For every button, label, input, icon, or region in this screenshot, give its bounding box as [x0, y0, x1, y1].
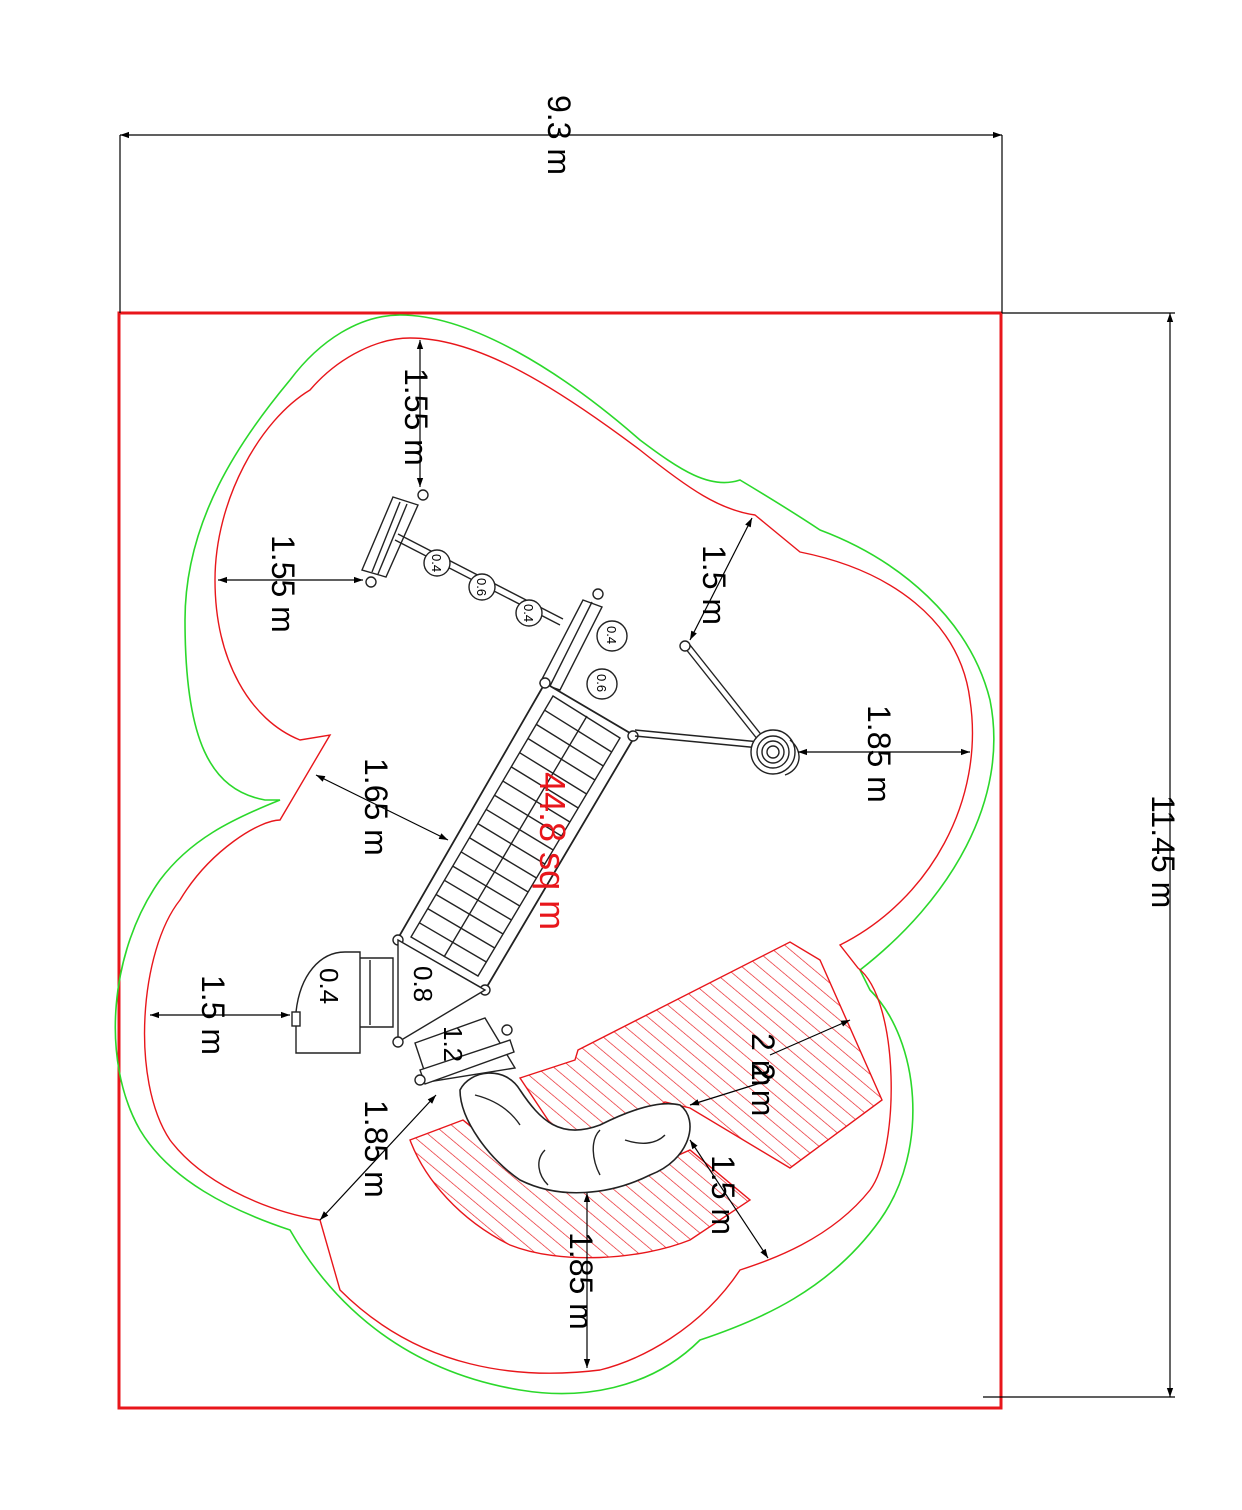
- stepping-posts: [423, 549, 628, 700]
- ladder-tread: [469, 837, 537, 879]
- deck-height-08: 0.8: [408, 966, 438, 1002]
- site-boundary: [117, 311, 1003, 1410]
- dimension-lines: [119, 131, 1175, 1398]
- dim-lower-left: 1.85 m: [358, 1100, 394, 1198]
- deck-height-12: 1.2: [438, 1026, 468, 1062]
- ladder-tread: [510, 766, 579, 809]
- ladder-tread: [427, 908, 496, 949]
- ladder-tread: [527, 737, 596, 781]
- dim-top-left-2: 1.55 m: [265, 535, 301, 633]
- ladder-tread: [444, 879, 512, 921]
- step-label-3: 0.4: [521, 604, 536, 622]
- area-label: 44.8 sq m: [532, 772, 573, 930]
- dim-slide-15: 1.5 m: [705, 1155, 741, 1235]
- step-label-1: 0.4: [429, 554, 444, 572]
- slide-platform: [414, 1017, 517, 1086]
- dimension-labels: 9.3 m 11.45 m 1.55 m 1.55 m 1.5 m 1.85 m…: [195, 95, 1181, 1330]
- dim-right: 1.85 m: [861, 705, 897, 803]
- step-label-2: 0.6: [474, 578, 489, 596]
- dim-top-left-1: 1.55 m: [398, 368, 434, 466]
- dim-left-entry: 1.5 m: [195, 975, 231, 1055]
- curved-slide: [459, 1072, 691, 1194]
- safety-zone: [143, 337, 974, 1374]
- ladder-tread: [494, 794, 562, 837]
- play-equipment: [291, 489, 800, 1194]
- outer-use-zone: [114, 314, 995, 1395]
- ladder-tread: [477, 822, 546, 865]
- ladder-tread: [418, 922, 487, 963]
- ladder-tread: [502, 780, 571, 823]
- dim-bottom: 1.85 m: [563, 1232, 599, 1330]
- ladder-tread: [544, 709, 613, 753]
- dim-slide-2a: 2 m: [745, 1033, 781, 1086]
- ladder-tread: [435, 893, 504, 935]
- spring-rider: [634, 640, 800, 776]
- lower-deck: [354, 938, 487, 1048]
- deck-height-04: 0.4: [314, 968, 344, 1004]
- ladder-tread: [485, 808, 554, 851]
- dim-overall-width: 9.3 m: [541, 95, 577, 175]
- step-label-4: 0.4: [604, 626, 619, 644]
- dim-slide-2b: 2 m: [745, 1063, 781, 1116]
- main-deck: [392, 677, 639, 996]
- ladder-tread: [460, 851, 529, 893]
- ladder-tread: [519, 752, 587, 795]
- ladder-tread: [452, 865, 521, 907]
- entry-panel: [291, 951, 361, 1054]
- dim-left-ladder: 1.65 m: [358, 758, 394, 856]
- deck-rail: [539, 588, 604, 691]
- equipment-labels: 44.8 sq m 0.4 0.8 1.2 0.4 0.6 0.4 0.4 0.…: [314, 554, 619, 1062]
- dim-overall-length: 11.45 m: [1145, 795, 1181, 908]
- dim-upper-right: 1.5 m: [696, 545, 732, 625]
- step-label-5: 0.6: [594, 674, 609, 692]
- ladder-tread: [535, 723, 604, 767]
